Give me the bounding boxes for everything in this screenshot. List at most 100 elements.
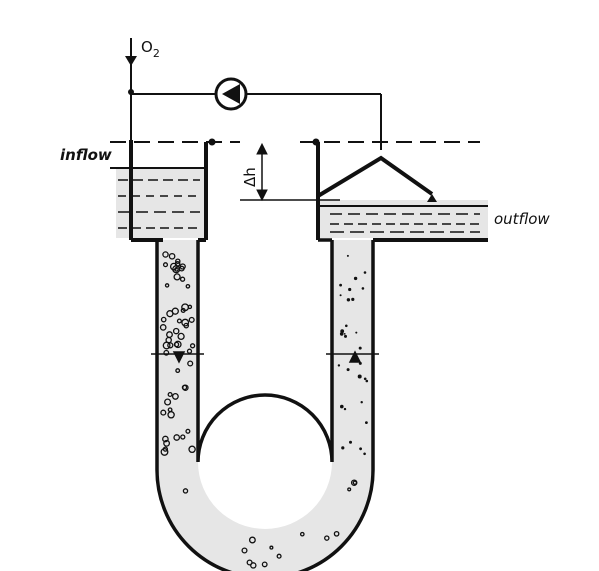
delta-h-label: Δh [241, 167, 259, 187]
bubble [182, 488, 189, 494]
particle [357, 374, 362, 379]
particle [360, 401, 363, 404]
u-tube [155, 142, 488, 571]
particle [363, 452, 366, 456]
bubble [164, 283, 170, 288]
particle [353, 276, 358, 281]
bubble [333, 530, 340, 537]
bubble [162, 262, 169, 268]
bubble [299, 531, 305, 537]
delta-h-dimension [240, 142, 340, 202]
particle [351, 297, 355, 301]
particle [337, 364, 341, 367]
particle [349, 440, 352, 444]
bubble [248, 536, 256, 544]
bubble [269, 545, 274, 550]
bubble [164, 398, 172, 406]
particle [343, 407, 347, 411]
bubble [188, 316, 195, 323]
particle [345, 324, 348, 328]
bubble [175, 368, 181, 374]
bubble [185, 428, 191, 434]
bubble [171, 392, 179, 400]
suspended-particles [337, 254, 369, 456]
bubble [250, 562, 257, 569]
particle [340, 404, 344, 409]
bubble [261, 561, 268, 568]
oxygen-arrow-icon [125, 56, 137, 66]
outflow-channel [318, 205, 488, 233]
particle [355, 331, 358, 334]
bubble [324, 535, 330, 541]
bubble [159, 324, 167, 331]
bubble [162, 251, 169, 258]
liquid-fill [116, 168, 488, 571]
bubble [175, 258, 181, 264]
particle [365, 421, 368, 424]
bubble [187, 304, 193, 310]
gas-collector-dome [316, 155, 437, 202]
bubble [185, 283, 191, 289]
particle [346, 298, 351, 302]
bubble [169, 262, 178, 271]
particle [358, 346, 362, 350]
gas-bubbles [159, 251, 358, 569]
particle [359, 447, 362, 451]
bubble [180, 434, 186, 440]
bubble [167, 391, 173, 398]
particle [348, 287, 352, 292]
inflow-basin [110, 140, 208, 242]
particle [346, 368, 350, 372]
bubble [166, 331, 173, 339]
bubble [187, 360, 194, 367]
bubble [177, 352, 183, 358]
bubble [162, 435, 169, 443]
bubble [276, 553, 282, 559]
oxygen-supply-line [125, 38, 382, 240]
bubble [179, 276, 186, 282]
bubble [168, 252, 176, 260]
bubble [176, 318, 182, 324]
reference-lines [110, 138, 480, 146]
bubble [167, 411, 175, 419]
bubble [160, 316, 167, 323]
bubble [347, 487, 352, 492]
particle [340, 329, 345, 334]
bubble [166, 310, 174, 318]
bubble [162, 446, 169, 452]
bubble [188, 445, 196, 454]
bubble [186, 348, 193, 354]
inflow-label: inflow [60, 146, 112, 164]
particle [341, 446, 345, 450]
particle [363, 377, 367, 381]
particle [339, 283, 342, 287]
particle [358, 361, 362, 365]
bubble [163, 349, 170, 356]
outflow-label: outflow [494, 210, 550, 228]
bubble [172, 327, 180, 335]
bubble [173, 434, 181, 441]
bubble [181, 318, 190, 327]
bubble [241, 547, 248, 554]
bubble [189, 343, 196, 349]
bubble [246, 559, 253, 566]
bubble [173, 273, 181, 281]
particle [339, 294, 342, 297]
bubble [178, 265, 185, 272]
particle [365, 379, 369, 383]
bubble [163, 439, 171, 447]
particle [346, 254, 349, 257]
particle [363, 271, 367, 274]
particle [343, 333, 346, 335]
u-tube-liquid [157, 240, 373, 571]
bubble [160, 447, 169, 456]
bubble [177, 332, 185, 341]
pump-icon [214, 77, 248, 111]
oxygen-label: O2 [141, 38, 160, 60]
bubble [173, 341, 180, 348]
bubble [160, 409, 167, 416]
bubble [352, 480, 358, 485]
particle [344, 334, 347, 338]
bubble [181, 384, 188, 391]
